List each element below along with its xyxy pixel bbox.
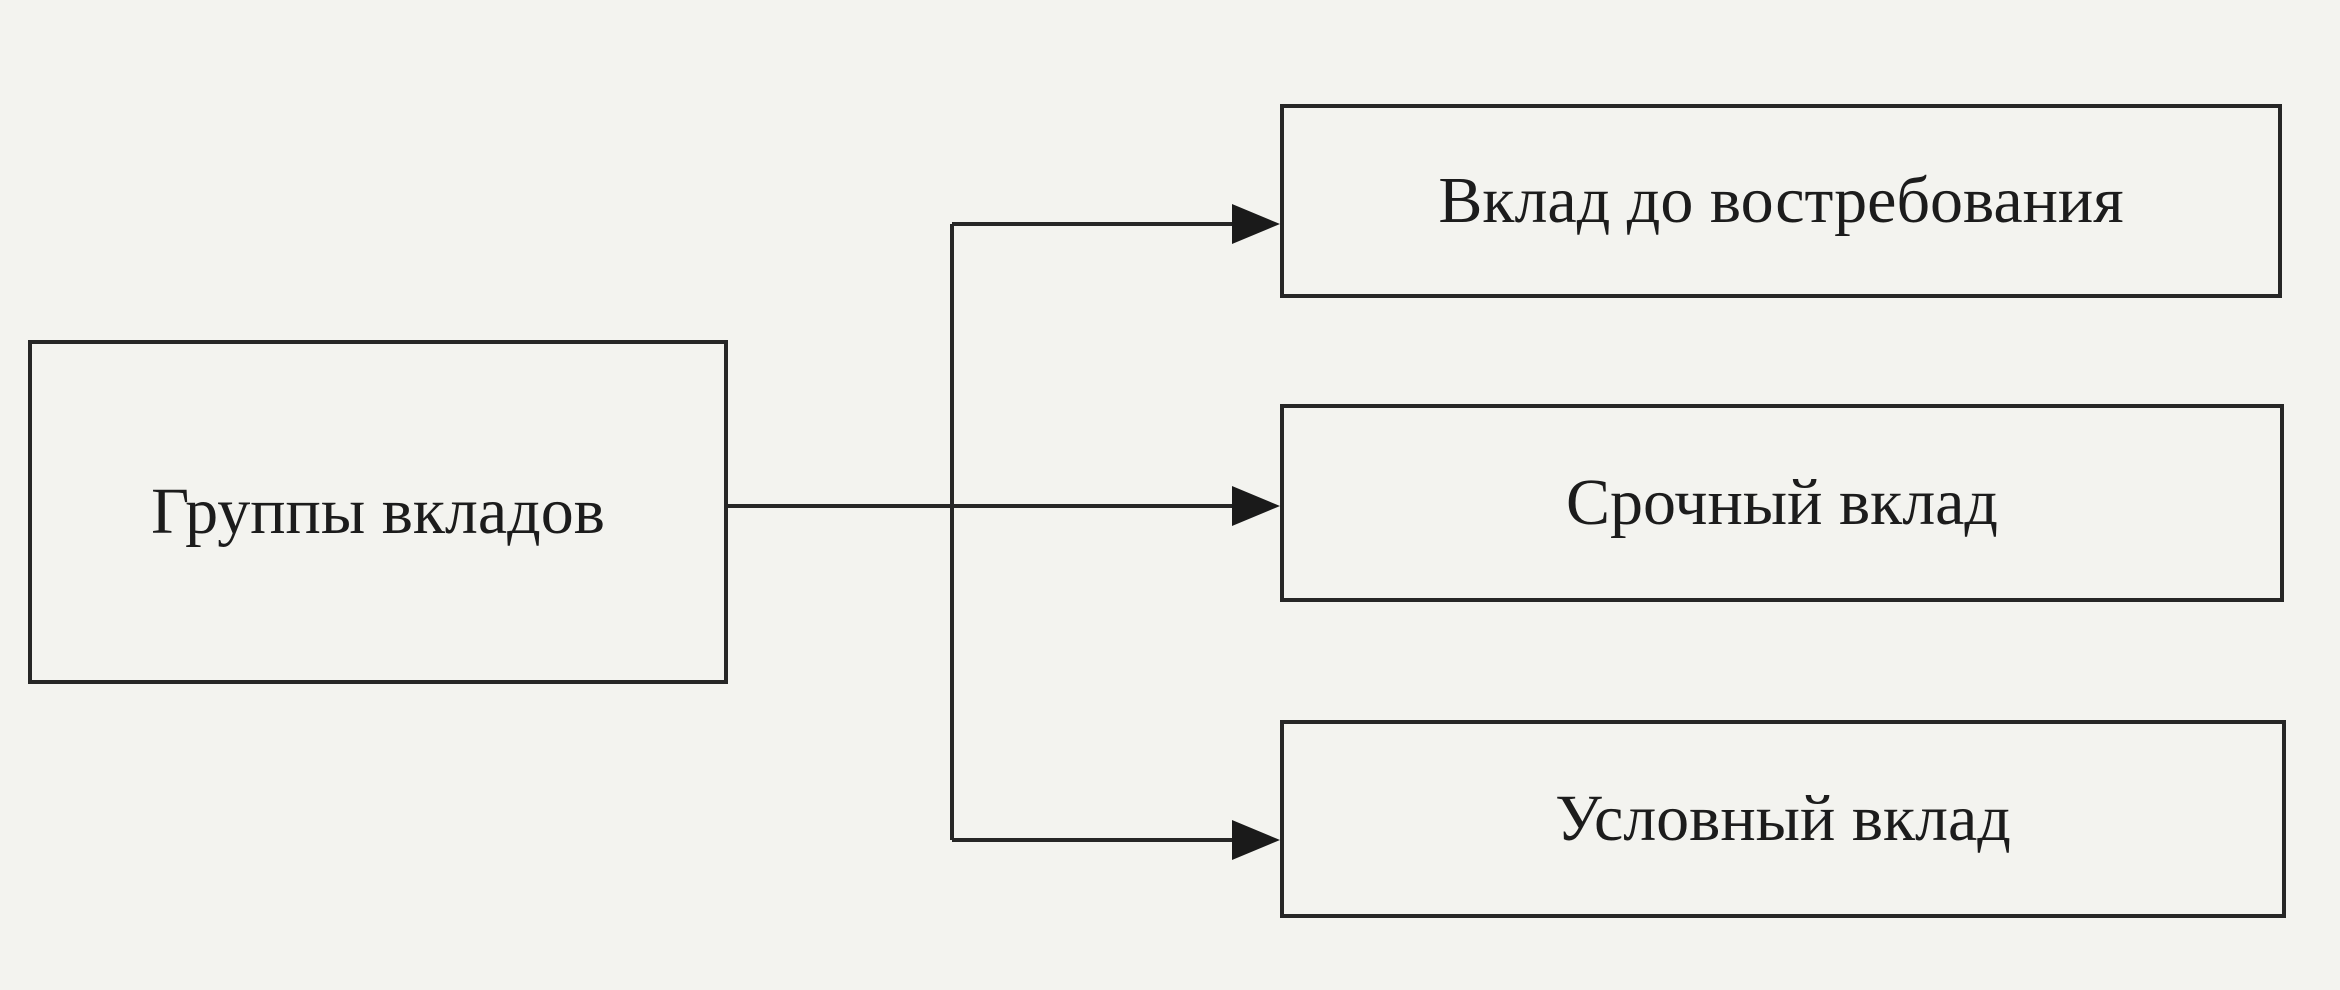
arrowhead-term-icon <box>1232 486 1280 526</box>
arrowhead-demand-icon <box>1232 204 1280 244</box>
child-node-demand-deposit: Вклад до востребования <box>1280 104 2282 298</box>
child-node-label: Срочный вклад <box>1565 466 1999 539</box>
arrowhead-conditional-icon <box>1232 820 1280 860</box>
child-node-label: Условный вклад <box>1555 782 2011 855</box>
child-node-label: Вклад до востребования <box>1438 164 2124 237</box>
child-node-conditional-deposit: Условный вклад <box>1280 720 2286 918</box>
root-node-box: Группы вкладов <box>28 340 728 684</box>
child-node-term-deposit: Срочный вклад <box>1280 404 2284 602</box>
root-node-label: Группы вкладов <box>151 475 605 548</box>
